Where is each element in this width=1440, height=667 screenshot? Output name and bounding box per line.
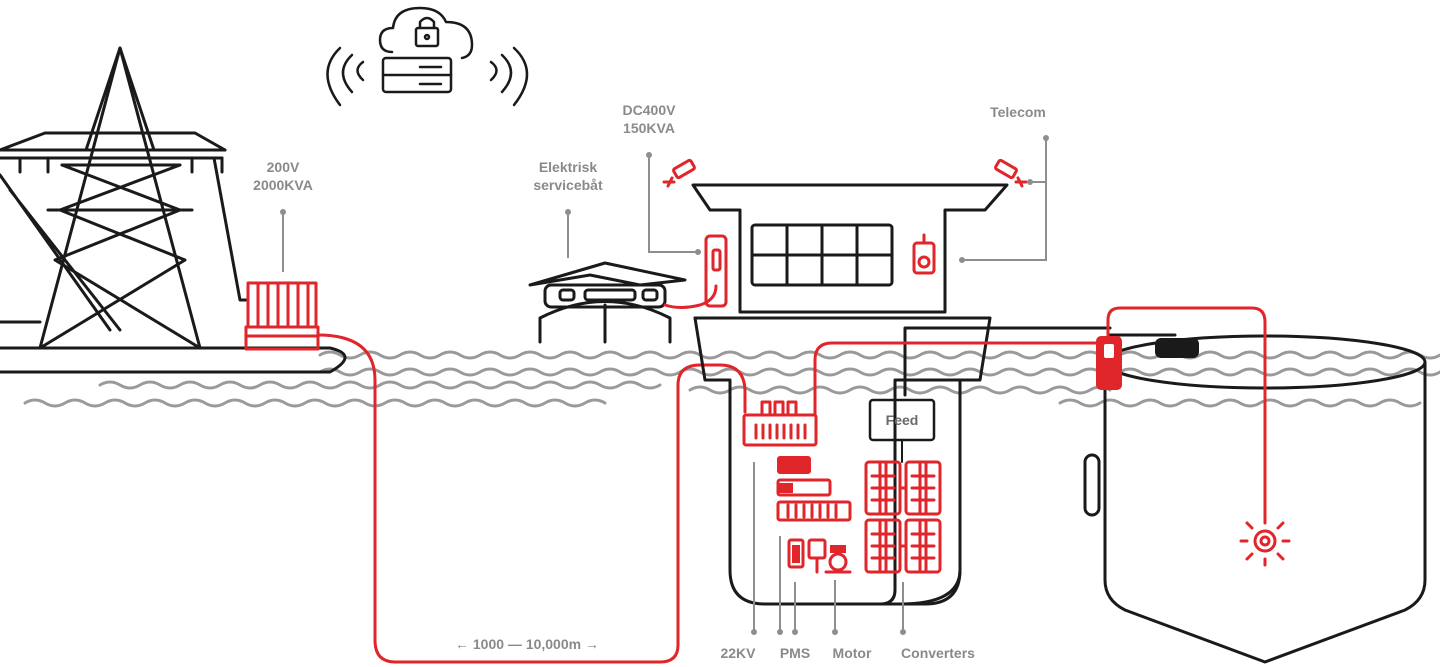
pms-controller <box>787 538 827 574</box>
feed-unit: Feed <box>868 398 936 463</box>
barge-power-label: 150KVA <box>623 120 675 136</box>
pms-label: PMS <box>780 645 810 661</box>
barge-to-pen-cable <box>813 341 1102 417</box>
telecom-label: Telecom <box>990 104 1046 120</box>
service-boat-label-line1: Elektrisk <box>539 159 598 175</box>
grid-label-pointer <box>280 209 286 272</box>
plug-icon <box>663 233 936 309</box>
fish-pen <box>1083 333 1427 664</box>
grid-power-label: 2000KVA <box>253 177 313 193</box>
service-boat-label-line2: servicebåt <box>533 177 603 193</box>
converters-label: Converters <box>901 645 975 661</box>
cable-length-label: ← 1000 — 10,000m → <box>455 636 599 652</box>
transmission-tower <box>0 46 347 374</box>
motor-label: Motor <box>833 645 872 661</box>
motor-icon <box>824 545 852 574</box>
feed-barge <box>691 183 1112 606</box>
equipment-pointers <box>751 462 906 635</box>
service-boat <box>528 261 687 344</box>
server-icon <box>381 56 453 94</box>
pms-battery-stack <box>776 456 852 522</box>
light-cable <box>1106 306 1267 522</box>
feed-label: Feed <box>886 412 919 428</box>
pen-junction-box <box>1096 336 1122 390</box>
converters <box>864 460 942 574</box>
light-sun-icon <box>1239 515 1291 567</box>
grid-voltage-label: 200V <box>267 159 300 175</box>
kv22-label: 22KV <box>720 645 756 661</box>
switchgear-22kv <box>742 400 818 447</box>
cloud-lock-icon <box>378 6 474 60</box>
shore-transformer <box>244 281 320 351</box>
telecom-pointer <box>959 135 1049 263</box>
subsea-cable <box>316 333 747 664</box>
signal-wave-icon <box>326 46 529 107</box>
barge-power-pointer <box>646 152 701 255</box>
water-surface <box>23 350 1440 408</box>
barge-voltage-label: DC400V <box>623 102 677 118</box>
pen-floater <box>1155 338 1199 358</box>
service-boat-pointer <box>565 209 571 258</box>
cctv-camera-icon <box>662 158 1028 188</box>
